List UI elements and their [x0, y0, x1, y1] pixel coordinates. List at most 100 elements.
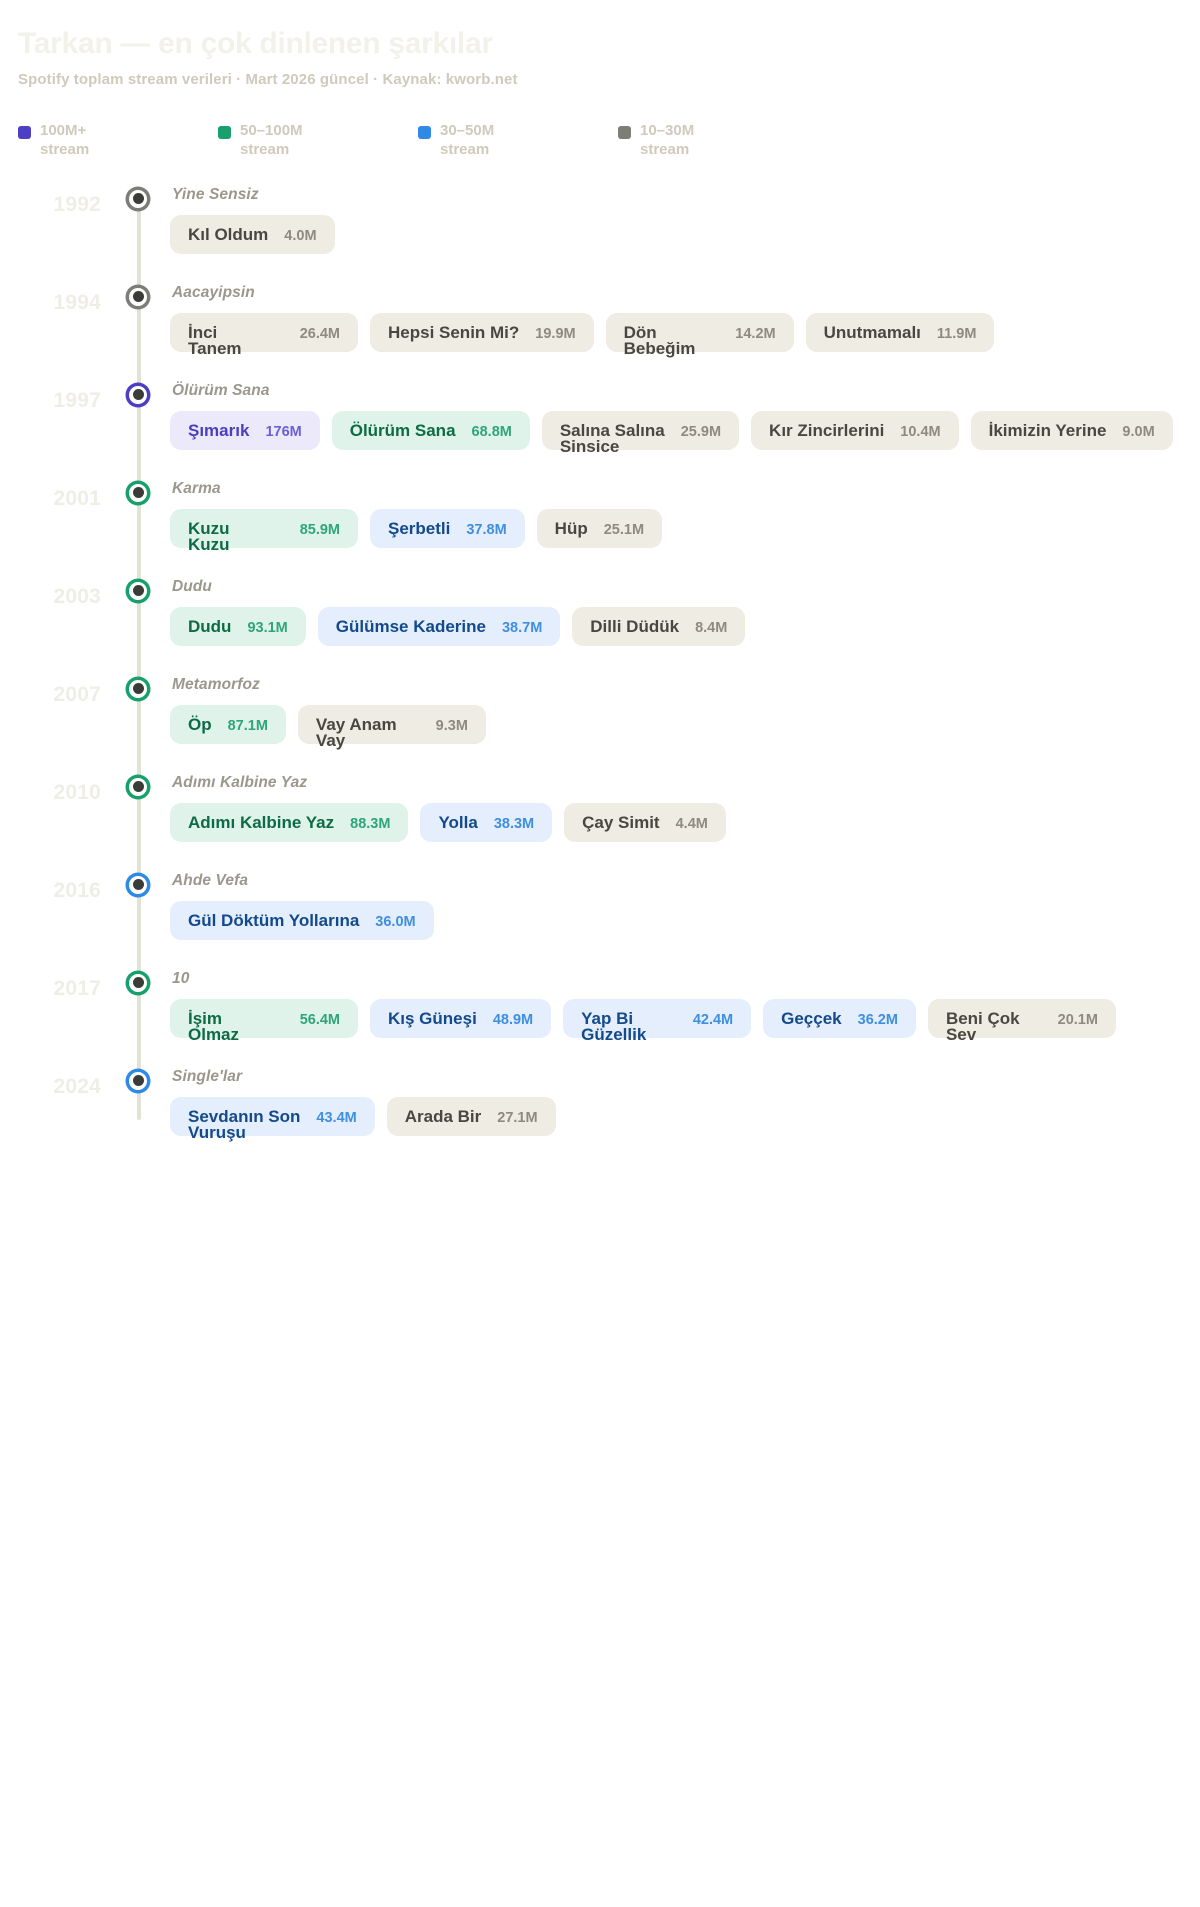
- legend-item: 100M+stream: [18, 122, 218, 160]
- timeline-year: 2003: [53, 584, 101, 608]
- song-name: Hepsi Senin Mi?: [388, 313, 519, 352]
- song-name-line1: Kış Güneşi: [388, 1008, 477, 1028]
- song-name-line1: İkimizin Yerine: [988, 420, 1107, 440]
- album-title: Adımı Kalbine Yaz: [172, 773, 308, 791]
- song-stream-count: 4.4M: [675, 815, 708, 832]
- song-stream-count: 42.4M: [692, 1011, 734, 1028]
- legend-label-line1: 50–100M: [240, 122, 303, 140]
- song-stream-count: 26.4M: [299, 325, 340, 342]
- song-name: Şerbetli: [388, 509, 450, 548]
- legend-label: 100M+stream: [40, 122, 126, 160]
- song-name-line1: Arada Bir: [404, 1106, 482, 1126]
- song-chip[interactable]: Hepsi Senin Mi? 19.9M: [370, 312, 594, 352]
- song-name-line2: Güzellik: [581, 1024, 647, 1044]
- timeline-rail: [137, 197, 141, 1120]
- legend-swatch-icon: [618, 126, 631, 140]
- song-name: Gül Döktüm Yollarına: [188, 901, 359, 940]
- timeline-year: 2007: [53, 682, 101, 706]
- timeline-dot-icon: [129, 483, 147, 502]
- timeline-dot-icon: [129, 385, 147, 404]
- song-chip[interactable]: Şerbetli 37.8M: [370, 508, 525, 548]
- song-name-line2: Sev: [945, 1024, 977, 1044]
- song-stream-count: 8.4M: [695, 619, 728, 636]
- song-chip[interactable]: Dilli Düdük 8.4M: [572, 606, 746, 646]
- timeline-dot-icon: [129, 679, 147, 698]
- song-name-line1: Şımarık: [188, 420, 250, 440]
- timeline-page: Tarkan — en çok dinlenen şarkılar Spotif…: [0, 26, 1200, 1162]
- album-title: Metamorfoz: [172, 675, 260, 693]
- page-header: Tarkan — en çok dinlenen şarkılar Spotif…: [0, 26, 1200, 88]
- song-name: Dilli Düdük: [590, 607, 679, 646]
- song-name: Kış Güneşi: [388, 999, 477, 1038]
- song-stream-count: 37.8M: [466, 521, 507, 538]
- song-name-line2: Vay: [315, 730, 346, 750]
- album-title: Yine Sensiz: [172, 185, 259, 203]
- song-name-line1: Geççek: [781, 1008, 842, 1028]
- timeline-dot-wrap: [119, 476, 157, 502]
- song-name-line1: Şerbetli: [388, 518, 451, 538]
- timeline-dot-wrap: [119, 770, 157, 796]
- song-stream-count: 19.9M: [535, 325, 576, 342]
- legend-label-line2: stream: [240, 141, 290, 159]
- legend-swatch-icon: [18, 126, 31, 140]
- timeline-year: 2010: [53, 780, 101, 804]
- song-name-line1: Gülümse Kaderine: [335, 616, 486, 636]
- song-stream-count: 68.8M: [471, 423, 512, 440]
- song-name: Kır Zincirlerini: [769, 411, 884, 450]
- legend-swatch-icon: [418, 126, 431, 140]
- timeline-year: 2017: [53, 976, 101, 1000]
- song-name-line1: Kır Zincirlerini: [769, 420, 885, 440]
- legend-label-line1: 30–50M: [440, 122, 495, 140]
- song-stream-count: 43.4M: [316, 1109, 357, 1126]
- album-title: Single'lar: [172, 1067, 243, 1085]
- song-stream-count: 14.2M: [735, 325, 776, 342]
- legend-label-line1: 10–30M: [640, 122, 695, 140]
- timeline-dot-icon: [129, 287, 147, 306]
